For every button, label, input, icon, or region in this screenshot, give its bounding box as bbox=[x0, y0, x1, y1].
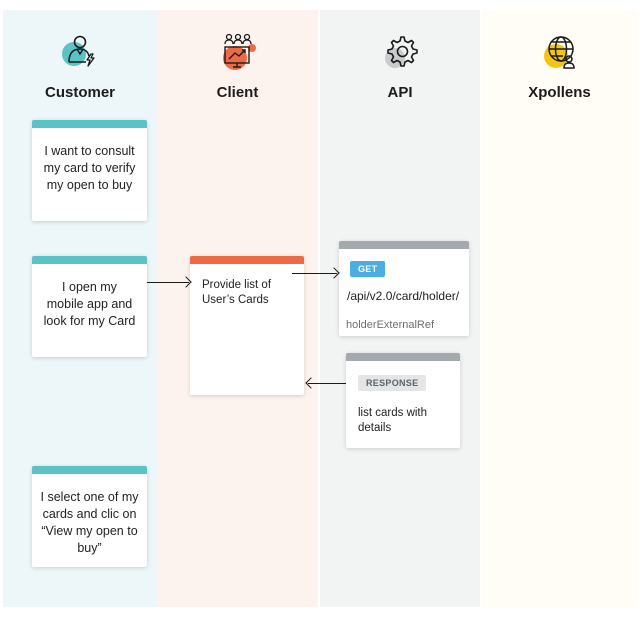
client-icon bbox=[222, 33, 256, 70]
lane-title-client: Client bbox=[216, 84, 259, 101]
api-response-card: RESPONSE list cards with details bbox=[346, 353, 460, 448]
customer-step-1-card: I want to consult my card to verify my o… bbox=[32, 120, 147, 221]
client-step-card: Provide list of User’s Cards bbox=[190, 256, 304, 395]
customer-step-3-card: I select one of my cards and clic on “Vi… bbox=[32, 466, 147, 567]
card-header-bar bbox=[346, 353, 460, 361]
customer-icon bbox=[62, 35, 95, 67]
lane-title-xpollens: Xpollens bbox=[528, 84, 591, 101]
customer-step-2-text: I open my mobile app and look for my Car… bbox=[43, 280, 136, 328]
lane-title-api: API bbox=[387, 84, 413, 101]
api-request-path: /api/v2.0/card/holder/ bbox=[347, 289, 460, 303]
api-response-text: list cards with details bbox=[358, 407, 428, 434]
api-request-card: GET /api/v2.0/card/holder/ holderExterna… bbox=[339, 241, 469, 336]
api-request-param: holderExternalRef bbox=[346, 319, 435, 331]
card-header-bar bbox=[32, 120, 147, 128]
arrow-client-to-api bbox=[292, 273, 337, 274]
method-badge-get: GET bbox=[350, 261, 386, 277]
card-header-bar bbox=[339, 241, 469, 249]
card-header-bar bbox=[32, 256, 147, 264]
arrow-api-to-client bbox=[308, 383, 346, 384]
customer-step-3-text: I select one of my cards and clic on “Vi… bbox=[40, 490, 139, 555]
card-header-bar bbox=[190, 256, 304, 264]
lane-xpollens: Xpollens bbox=[482, 10, 637, 607]
customer-step-2-card: I open my mobile app and look for my Car… bbox=[32, 256, 147, 357]
client-step-text: Provide list of User’s Cards bbox=[202, 279, 272, 306]
arrow-customer-to-client bbox=[147, 282, 189, 283]
card-header-bar bbox=[32, 466, 147, 474]
globe-icon bbox=[543, 36, 575, 69]
lane-title-customer: Customer bbox=[44, 84, 115, 101]
customer-step-1-text: I want to consult my card to verify my o… bbox=[43, 144, 136, 192]
response-badge: RESPONSE bbox=[358, 375, 427, 391]
gear-icon bbox=[385, 36, 418, 68]
